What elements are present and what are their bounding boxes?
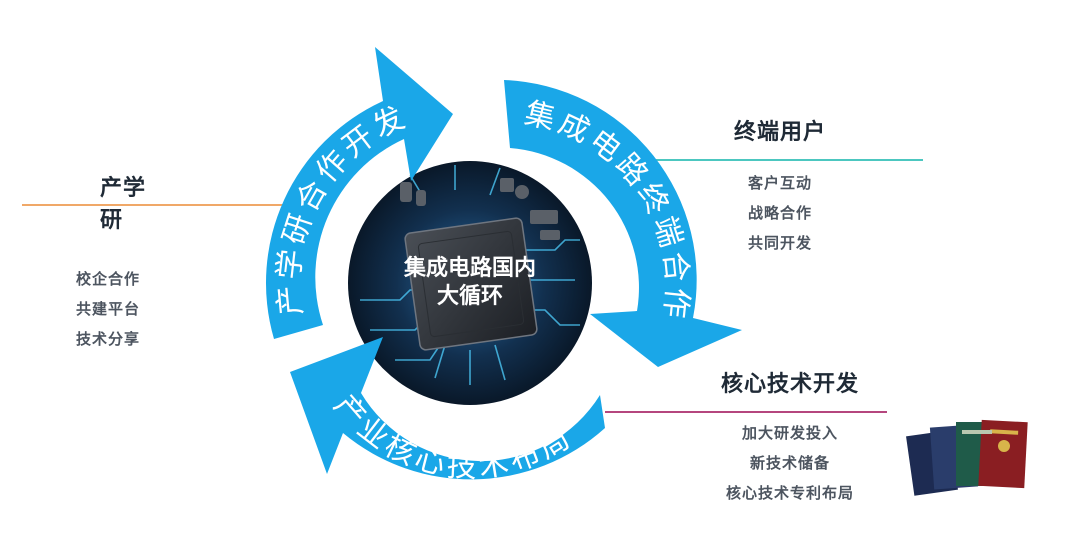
list-item: 校企合作 — [75, 270, 140, 288]
end-user-block: 终端用户 客户互动 战略合作 共同开发 — [725, 114, 835, 258]
list-item: 技术分享 — [75, 330, 140, 348]
chip-circle — [348, 161, 592, 405]
core-tech-block: 核心技术开发 加大研发投入 新技术储备 核心技术专利布局 — [700, 366, 880, 508]
list-item: 客户互动 — [747, 174, 812, 192]
end-user-title: 终端用户 — [733, 120, 826, 145]
center-title-line1: 集成电路国内 — [403, 255, 536, 281]
list-item: 新技术储备 — [749, 454, 830, 472]
list-item: 战略合作 — [747, 204, 812, 222]
list-item: 共建平台 — [75, 300, 140, 318]
list-item: 加大研发投入 — [741, 424, 838, 442]
list-item: 核心技术专利布局 — [725, 484, 854, 502]
certificates-image — [906, 419, 1028, 496]
industry-academia-block: 产学研 校企合作 共建平台 技术分享 — [58, 170, 158, 354]
industry-academia-title: 产学研 — [100, 176, 147, 233]
list-item: 共同开发 — [747, 234, 812, 252]
arrow-segment-right — [504, 80, 742, 367]
center-title-line2: 大循环 — [437, 283, 503, 309]
core-tech-title: 核心技术开发 — [720, 372, 859, 397]
arrow-segment-bottom — [290, 337, 605, 480]
arrow-segment-upper-left — [265, 47, 453, 339]
